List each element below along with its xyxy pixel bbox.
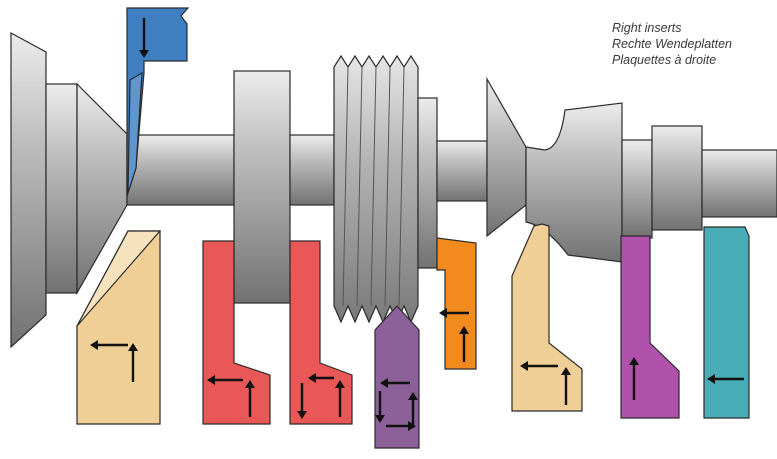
legend-line-french: Plaquettes à droite (612, 53, 717, 67)
tool-red-2 (289, 240, 353, 425)
workpiece-collar (45, 83, 78, 294)
tool-blue-insert (127, 71, 143, 194)
workpiece-tail (701, 149, 777, 218)
tool-orange (436, 237, 477, 370)
tan-left-up-arrow-icon (128, 343, 138, 382)
workpiece-disc-1 (233, 70, 291, 304)
workpiece-flange (10, 31, 47, 349)
orange-up-arrow-icon (459, 326, 469, 362)
tan-right-up-arrow-icon (561, 367, 571, 405)
workpiece-shaft-3 (436, 140, 488, 202)
tool-teal (703, 226, 750, 419)
tool-tan-left-insert (76, 230, 162, 327)
orange-left-arrow-icon (439, 308, 469, 318)
teal-left-arrow-icon (707, 374, 744, 384)
tool-purple (374, 305, 420, 449)
workpiece-step-1 (417, 97, 438, 269)
workpiece-shaft-2 (289, 134, 335, 206)
tan-right-left-arrow-icon (520, 361, 558, 371)
legend-line-english: Right inserts (612, 21, 682, 35)
workpiece-body-1 (621, 139, 653, 239)
red-2-up-arrow-icon (335, 380, 345, 417)
legend-line-german: Rechte Wendeplatten (612, 37, 732, 51)
tool-magenta (620, 235, 680, 419)
tan-left-left-arrow-icon (90, 340, 128, 350)
workpiece-shaft-1 (126, 134, 235, 206)
workpiece (10, 31, 777, 349)
red-1-up-arrow-icon (245, 380, 255, 417)
magenta-up-arrow-icon (629, 357, 639, 400)
workpiece-thread-flanks (342, 66, 405, 307)
purple-down-arrow-icon (375, 391, 385, 423)
red-2-down-arrow-icon (297, 383, 307, 419)
purple-up-arrow-icon (408, 392, 418, 428)
tool-red-1 (202, 240, 271, 425)
feed-direction-arrows (90, 18, 744, 431)
workpiece-body-2 (651, 125, 703, 231)
blue-down-arrow-icon (139, 18, 149, 58)
red-2-left-arrow-icon (308, 373, 334, 383)
workpiece-cone (486, 76, 527, 238)
legend: Right inserts Rechte Wendeplatten Plaque… (612, 20, 772, 68)
tool-tan-right (511, 223, 583, 412)
workpiece-thread (333, 54, 419, 324)
red-1-left-arrow-icon (207, 375, 243, 385)
purple-right-arrow-icon (386, 421, 416, 431)
purple-left-arrow-icon (380, 378, 410, 388)
